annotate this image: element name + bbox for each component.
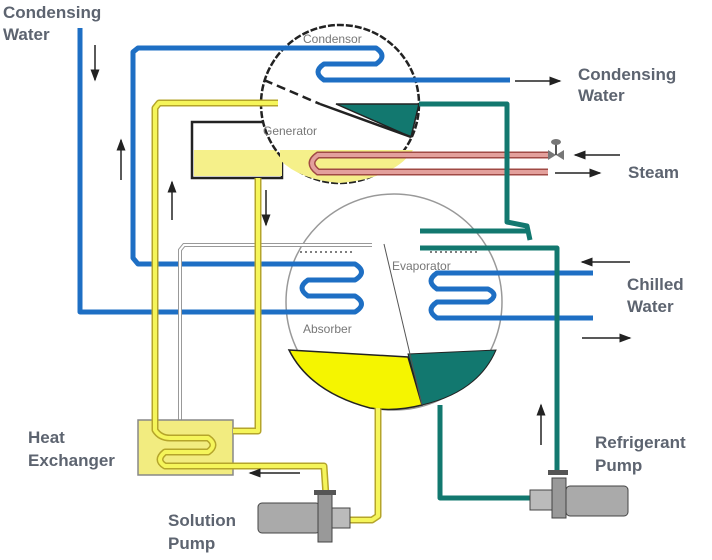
solution-pipes bbox=[151, 99, 382, 524]
refrigerant-pump-icon[interactable] bbox=[529, 470, 629, 519]
steam-valve-icon[interactable] bbox=[548, 139, 564, 160]
chilled-water-label-2: Water bbox=[627, 297, 674, 316]
condensing-water-pipes bbox=[77, 28, 510, 315]
steam-label: Steam bbox=[628, 163, 679, 182]
condensor-refrigerant-pool bbox=[335, 103, 420, 139]
absorber-solution-pool bbox=[287, 349, 423, 411]
chilled-water-label-1: Chilled bbox=[627, 275, 684, 294]
condensing-water-in-label-2: Water bbox=[3, 25, 50, 44]
solution-pump-label-1: Solution bbox=[168, 511, 236, 530]
steam-pipe bbox=[308, 151, 548, 176]
generator-label: Generator bbox=[263, 124, 317, 138]
vessel-divider bbox=[383, 243, 423, 406]
chilled-water-coil bbox=[428, 270, 593, 321]
absorber-label: Absorber bbox=[303, 322, 352, 336]
condensing-water-in-label-1: Condensing bbox=[3, 3, 101, 22]
heat-exchanger-label-2: Exchanger bbox=[28, 451, 115, 470]
condensor-label: Condensor bbox=[303, 32, 362, 46]
condensing-water-out-label-2: Water bbox=[578, 86, 625, 105]
solution-pump-icon[interactable] bbox=[257, 490, 351, 543]
evaporator-label: Evaporator bbox=[392, 259, 451, 273]
solution-pump-label-2: Pump bbox=[168, 534, 215, 553]
heat-exchanger-label-1: Heat bbox=[28, 428, 65, 447]
evaporator-refrigerant-pool bbox=[407, 349, 497, 406]
condensing-water-out-label-1: Condensing bbox=[578, 65, 676, 84]
generator bbox=[190, 120, 284, 180]
refrigerant-pump-label-1: Refrigerant bbox=[595, 433, 686, 452]
refrigerant-pump-label-2: Pump bbox=[595, 456, 642, 475]
refrigerant-pipes bbox=[419, 101, 560, 501]
flow-arrows bbox=[90, 45, 632, 478]
